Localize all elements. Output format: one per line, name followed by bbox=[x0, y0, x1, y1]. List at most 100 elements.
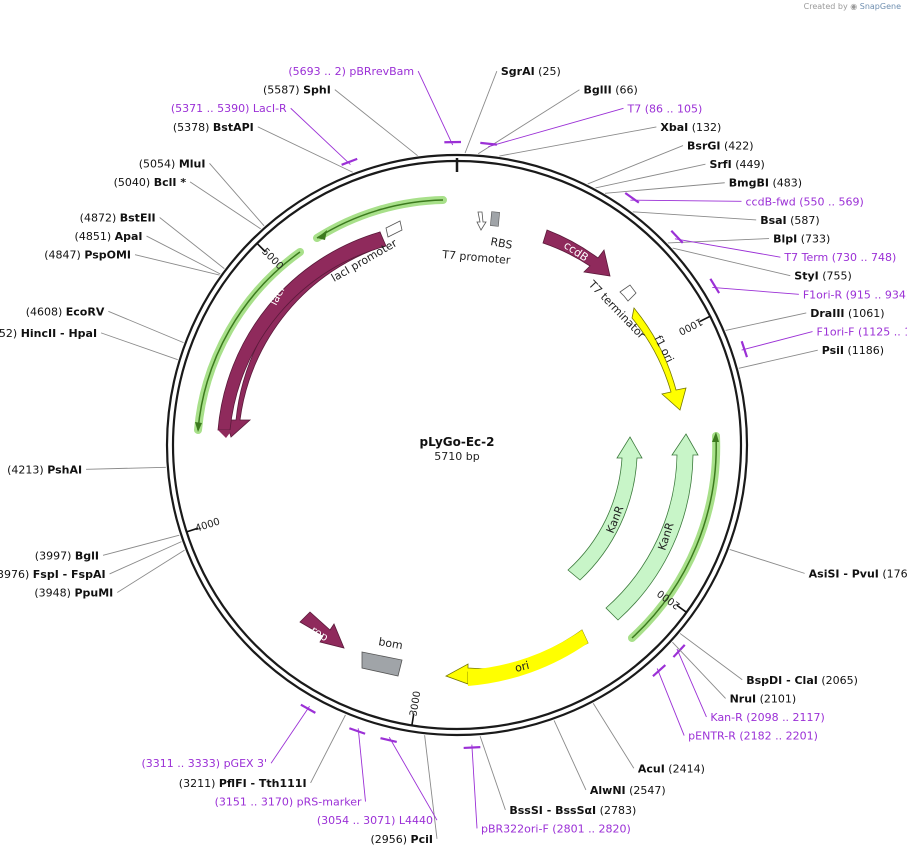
site-label: BglII (66) bbox=[583, 84, 637, 97]
site-ecorv: (4608) EcoRV bbox=[26, 305, 184, 344]
site-name: BmgBI bbox=[729, 177, 769, 190]
site-leader bbox=[477, 89, 580, 155]
site-t7: T7 (86 .. 105) bbox=[480, 102, 702, 148]
site-leader bbox=[159, 217, 225, 269]
site-position: (2182 .. 2201) bbox=[739, 730, 818, 743]
site-name: pGEX 3' bbox=[224, 757, 268, 770]
plasmid-name: pLyGo-Ec-2 bbox=[420, 435, 495, 449]
site-label: SgrAI (25) bbox=[501, 65, 561, 78]
site-leader bbox=[725, 312, 807, 331]
site-position: (2065) bbox=[821, 674, 858, 687]
site-name: BsrGI bbox=[687, 140, 720, 153]
site-name: AlwNI bbox=[590, 784, 626, 797]
site-name: F1ori-F bbox=[817, 326, 855, 339]
lacI-highlight-line bbox=[197, 251, 301, 431]
site-xbai: XbaI (132) bbox=[499, 121, 721, 157]
site-name: BsaI bbox=[760, 214, 786, 227]
site-label: pBR322ori-F (2801 .. 2820) bbox=[481, 822, 631, 835]
site-blpi: BlpI (733) bbox=[667, 233, 830, 246]
site-leader bbox=[587, 145, 684, 185]
site-label: (3976) FspI - FspAI bbox=[0, 568, 106, 581]
site-label: (4552) HincII - HpaI bbox=[0, 327, 97, 340]
site-position: (550 .. 569) bbox=[799, 195, 864, 208]
site-label: (4213) PshAI bbox=[7, 463, 82, 476]
site-position: (66) bbox=[615, 84, 638, 97]
site-position: (915 .. 934) bbox=[846, 288, 907, 301]
tick-4000 bbox=[186, 527, 199, 533]
t7-promoter-feature bbox=[476, 211, 487, 231]
site-pentr-r: pENTR-R (2182 .. 2201) bbox=[652, 664, 818, 743]
site-position: (3211) bbox=[179, 777, 216, 790]
site-name: ApaI bbox=[115, 230, 143, 243]
site-leader bbox=[738, 349, 818, 369]
site-label: (2956) PciI bbox=[370, 833, 433, 846]
site-leader bbox=[676, 648, 707, 718]
kanR-feature-outer bbox=[605, 433, 699, 621]
site-t7-term: T7 Term (730 .. 748) bbox=[670, 230, 896, 264]
site-name: StyI bbox=[794, 270, 818, 283]
site-label: (3997) BglI bbox=[35, 549, 99, 562]
site-name: PspOMI bbox=[84, 249, 131, 262]
site-styi: StyI (755) bbox=[672, 247, 852, 283]
site-label: NruI (2101) bbox=[730, 692, 797, 705]
site-bspdi-clai: BspDI - ClaI (2065) bbox=[679, 633, 858, 687]
primer-bar bbox=[709, 278, 721, 294]
lacI-promoter-highlight-line bbox=[316, 199, 444, 239]
site-label: BlpI (733) bbox=[773, 233, 830, 246]
tick-label-1000: 1000 bbox=[676, 315, 704, 336]
site-name: MluI bbox=[179, 157, 206, 170]
site-position: (1061) bbox=[848, 307, 885, 320]
site-pbr322ori-f: pBR322ori-F (2801 .. 2820) bbox=[463, 744, 631, 835]
site-position: (755) bbox=[822, 270, 852, 283]
site-annotations: SgrAI (25) BglII (66) T7 (86 .. 105)XbaI (… bbox=[0, 65, 907, 846]
site-position: (422) bbox=[724, 140, 754, 153]
bom-feature bbox=[361, 651, 403, 677]
primer-bar bbox=[652, 664, 667, 677]
site-label: PsiI (1186) bbox=[822, 344, 884, 357]
site-pgex-3-: (3311 .. 3333) pGEX 3' bbox=[142, 703, 316, 770]
site-ppumi: (3948) PpuMI bbox=[34, 549, 185, 600]
site-alwni: AlwNI (2547) bbox=[553, 720, 666, 797]
site-fspi-fspai: (3976) FspI - FspAI bbox=[0, 541, 182, 581]
site-name: PciI bbox=[411, 833, 433, 846]
site-label: (3311 .. 3333) pGEX 3' bbox=[142, 757, 268, 770]
site-label: BsrGI (422) bbox=[687, 140, 754, 153]
site-position: (4851) bbox=[75, 230, 112, 243]
primer-bar bbox=[670, 230, 684, 244]
site-name: pBR322ori-F bbox=[481, 822, 549, 835]
site-label: BspDI - ClaI (2065) bbox=[746, 674, 858, 687]
site-name: BlpI bbox=[773, 233, 797, 246]
site-label: (5371 .. 5390) LacI-R bbox=[171, 102, 287, 115]
site-f1ori-r: F1ori-R (915 .. 934) bbox=[709, 278, 907, 301]
site-position: (2547) bbox=[629, 784, 666, 797]
site-name: ccdB-fwd bbox=[746, 195, 796, 208]
feature-label-kanR-inner: KanR bbox=[604, 504, 627, 536]
site-f1ori-f: F1ori-F (1125 .. 1146) bbox=[740, 326, 907, 358]
site-position: (3948) bbox=[34, 587, 71, 600]
site-leader bbox=[667, 238, 770, 244]
site-name: HincII - HpaI bbox=[21, 327, 97, 340]
feature-label-ori: ori bbox=[514, 659, 531, 675]
site-label: (5054) MluI bbox=[139, 157, 206, 170]
site-name: pBRrevBam bbox=[349, 65, 414, 78]
backbone-outer-ring bbox=[165, 153, 749, 737]
site-position: (733) bbox=[801, 233, 831, 246]
site-acui: AcuI (2414) bbox=[592, 703, 705, 775]
lacI-highlight-arrow bbox=[195, 422, 202, 432]
site-position: (5371 .. 5390) bbox=[171, 102, 250, 115]
site-leader bbox=[334, 89, 418, 157]
site-name: BglI bbox=[75, 549, 99, 562]
site-position: (5054) bbox=[139, 157, 176, 170]
site-label: XbaI (132) bbox=[660, 121, 721, 134]
site-name: SphI bbox=[303, 84, 331, 97]
site-label: BsaI (587) bbox=[760, 214, 820, 227]
site-name: PsiI bbox=[822, 344, 844, 357]
site-bglii: BglII (66) bbox=[477, 84, 638, 155]
snapgene-logo-icon: ◉ bbox=[850, 2, 858, 11]
feature-label-t7-terminator: T7 terminator bbox=[585, 277, 648, 342]
site-srfi: SrfI (449) bbox=[595, 158, 765, 189]
primer-bar bbox=[624, 192, 640, 204]
site-name: Kan-R bbox=[710, 711, 743, 724]
site-leader bbox=[672, 247, 791, 277]
